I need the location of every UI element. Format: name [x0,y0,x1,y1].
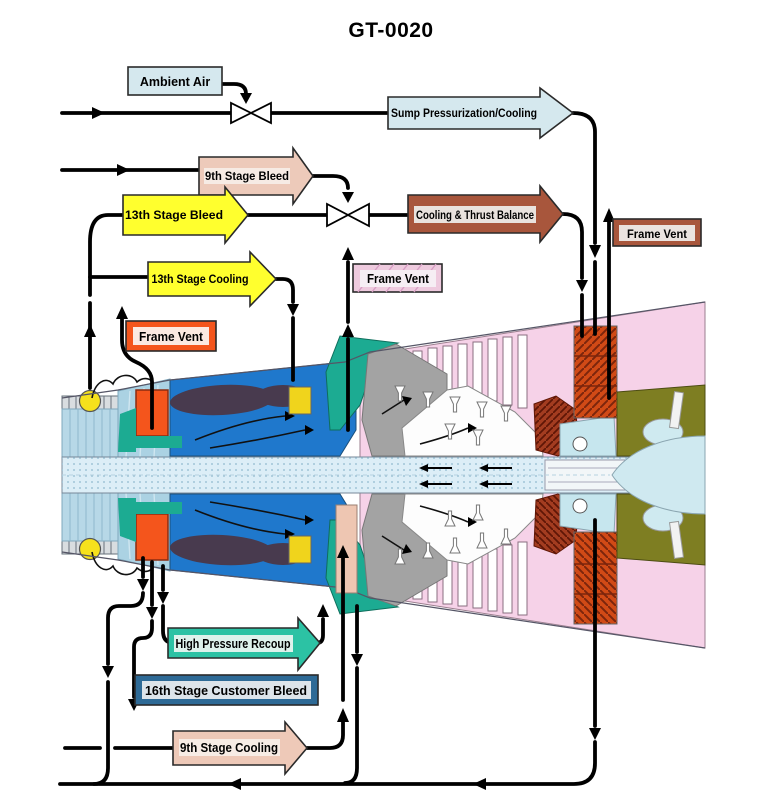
svg-text:Ambient Air: Ambient Air [140,75,211,89]
shaft-flow-arrows [428,467,512,485]
label-frame-vent-mid: Frame Vent [352,263,443,293]
flow-13th-riser [88,213,125,390]
label-frame-vent-turbine: Frame Vent [612,218,702,247]
engine-shaft [61,435,706,515]
label-ambient-air: Ambient Air [127,66,223,96]
svg-text:Sump Pressurization/Cooling: Sump Pressurization/Cooling [391,108,537,120]
aft-strut-channel [335,504,358,594]
valve-ambient [230,101,272,125]
svg-text:Frame Vent: Frame Vent [367,272,430,286]
label-frame-vent-front: Frame Vent [125,320,217,352]
label-9th-stage-cooling-arrow: 9th Stage Cooling [172,719,309,777]
teal-duct [118,408,136,452]
flow-13th-cooling-down [274,277,295,382]
valve-bleed-mix [326,202,370,228]
svg-text:13th Stage Bleed: 13th Stage Bleed [125,208,223,222]
bleed-port-block [288,386,312,415]
label-9th-stage-bleed-arrow: 9th Stage Bleed [198,145,314,207]
svg-text:Frame Vent: Frame Vent [627,229,687,241]
flow-bottom-return [58,518,597,786]
flow-ambient-connector [220,82,248,96]
svg-text:13th Stage Cooling: 13th Stage Cooling [152,272,249,286]
compressor-rotor-mass [170,384,274,416]
label-16th-stage-customer-bleed: 16th Stage Customer Bleed [134,674,319,706]
svg-text:Cooling & Thrust Balance: Cooling & Thrust Balance [416,210,534,222]
svg-text:9th Stage Cooling: 9th Stage Cooling [180,741,278,755]
flow-lines [58,82,611,786]
page-title: GT-0020 [348,19,433,42]
flow-9th-cooling-riser [305,556,345,750]
svg-text:Frame Vent: Frame Vent [139,330,204,344]
label-high-pressure-recoup-arrow: High Pressure Recoup [167,615,322,673]
aft-cone [611,435,706,515]
label-13th-stage-bleed-arrow: 13th Stage Bleed [122,184,250,246]
sump-dome [78,389,102,413]
label-13th-stage-cooling-arrow: 13th Stage Cooling [147,250,278,308]
label-sump-pressurization-arrow: Sump Pressurization/Cooling [387,86,575,140]
svg-text:High Pressure Recoup: High Pressure Recoup [176,637,291,651]
svg-text:9th Stage Bleed: 9th Stage Bleed [205,171,289,183]
engine-cross-section-upper-half [61,301,706,459]
flow-16th-bleed-tap [132,560,154,699]
svg-text:16th Stage Customer Bleed: 16th Stage Customer Bleed [145,684,307,698]
bearing [572,436,588,452]
label-cooling-thrust-balance-arrow: Cooling & Thrust Balance [407,183,565,245]
flow-sump-down-line [571,111,597,336]
casing-outline [61,301,706,399]
flow-arrowheads [84,93,615,790]
flow-frame-vent-front [120,316,154,430]
flow-thrust-balance-down [561,212,584,338]
